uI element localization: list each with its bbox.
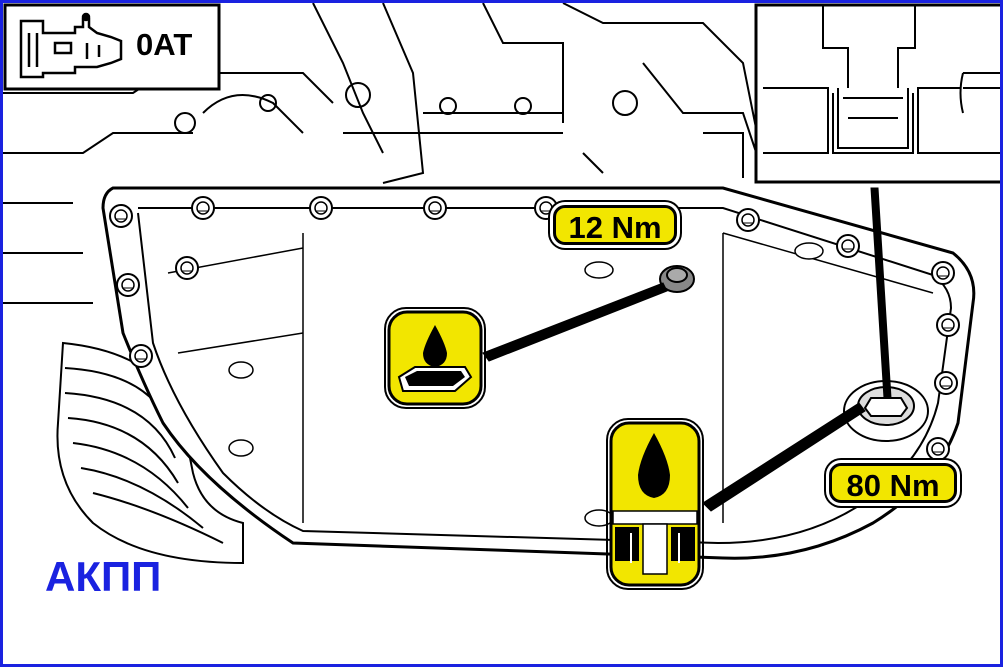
leader-lines — [482, 187, 892, 512]
oil-drain-icon — [606, 418, 704, 590]
fill-plug-torque-label: 12 Nm — [553, 205, 677, 245]
ribbed-housing — [56, 341, 244, 565]
gearbox-icon — [19, 12, 123, 79]
oil-pan — [101, 186, 976, 560]
seal-detail-inset — [754, 3, 1000, 184]
transmission-code-label: 0AT — [136, 27, 193, 62]
drain-plug-torque-label: 80 Nm — [829, 463, 957, 503]
transmission-illustration — [3, 3, 1000, 590]
oil-fill-icon — [384, 307, 486, 409]
fill-plug — [659, 265, 695, 293]
caption-label: АКПП — [45, 553, 162, 600]
